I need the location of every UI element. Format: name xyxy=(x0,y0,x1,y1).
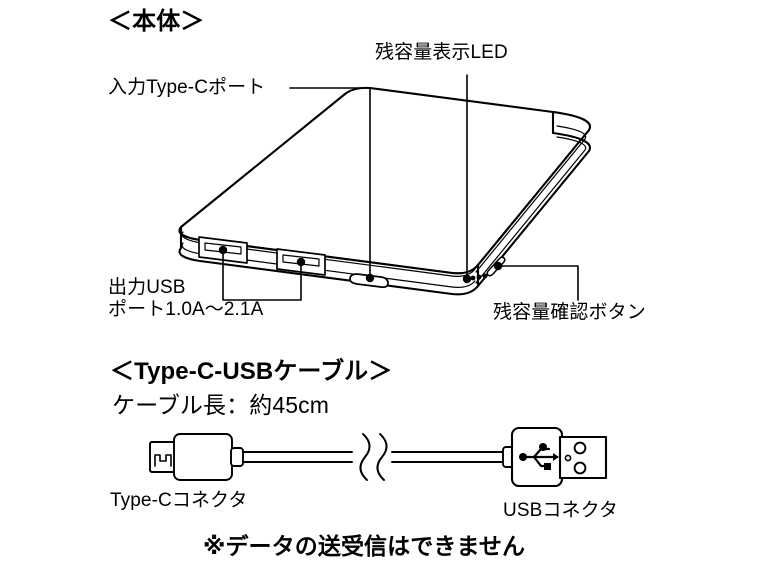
cable-section-title: ＜Type-C-USBケーブル＞ xyxy=(110,358,393,385)
leader-lines xyxy=(222,74,579,301)
dot-input-typec xyxy=(365,273,375,283)
leader-usb-out xyxy=(222,249,302,301)
leader-button xyxy=(497,265,579,301)
device-seam-right-2 xyxy=(475,136,587,284)
callout-output-usb-line2: ポート1.0A〜2.1A xyxy=(108,299,264,321)
cable-break-symbol xyxy=(359,433,388,481)
dot-usb-2 xyxy=(296,257,306,267)
leader-dots xyxy=(218,245,503,284)
device-front-right-wall xyxy=(476,110,591,288)
cable-length-label: ケーブル長：約45cm xyxy=(112,392,329,418)
callout-led-indicator: 残容量表示LED xyxy=(375,42,508,63)
footer-note: ※データの送受信はできません xyxy=(203,533,526,559)
leader-input-typec xyxy=(289,87,371,275)
device-seam-right-1 xyxy=(475,125,587,273)
typec-connector xyxy=(149,433,244,481)
dot-led xyxy=(462,274,472,284)
device-seam-left-1 xyxy=(181,231,476,277)
callout-capacity-check-button: 残容量確認ボタン xyxy=(493,302,646,323)
power-bank-illustration xyxy=(178,86,591,296)
callout-output-usb-line1: 出力USB xyxy=(108,277,186,298)
cable-illustration xyxy=(149,426,608,488)
usb-trident-icon xyxy=(519,443,559,470)
body-section-title: ＜本体＞ xyxy=(108,8,205,35)
usb-connector xyxy=(502,426,608,488)
dot-usb-1 xyxy=(218,245,228,255)
callout-input-typec-port: 入力Type-Cポート xyxy=(108,77,266,98)
dot-button xyxy=(493,261,503,271)
label-typec-connector: Type-Cコネクタ xyxy=(110,490,248,511)
label-usb-connector: USBコネクタ xyxy=(503,500,619,521)
device-seam-left-2 xyxy=(181,242,476,288)
